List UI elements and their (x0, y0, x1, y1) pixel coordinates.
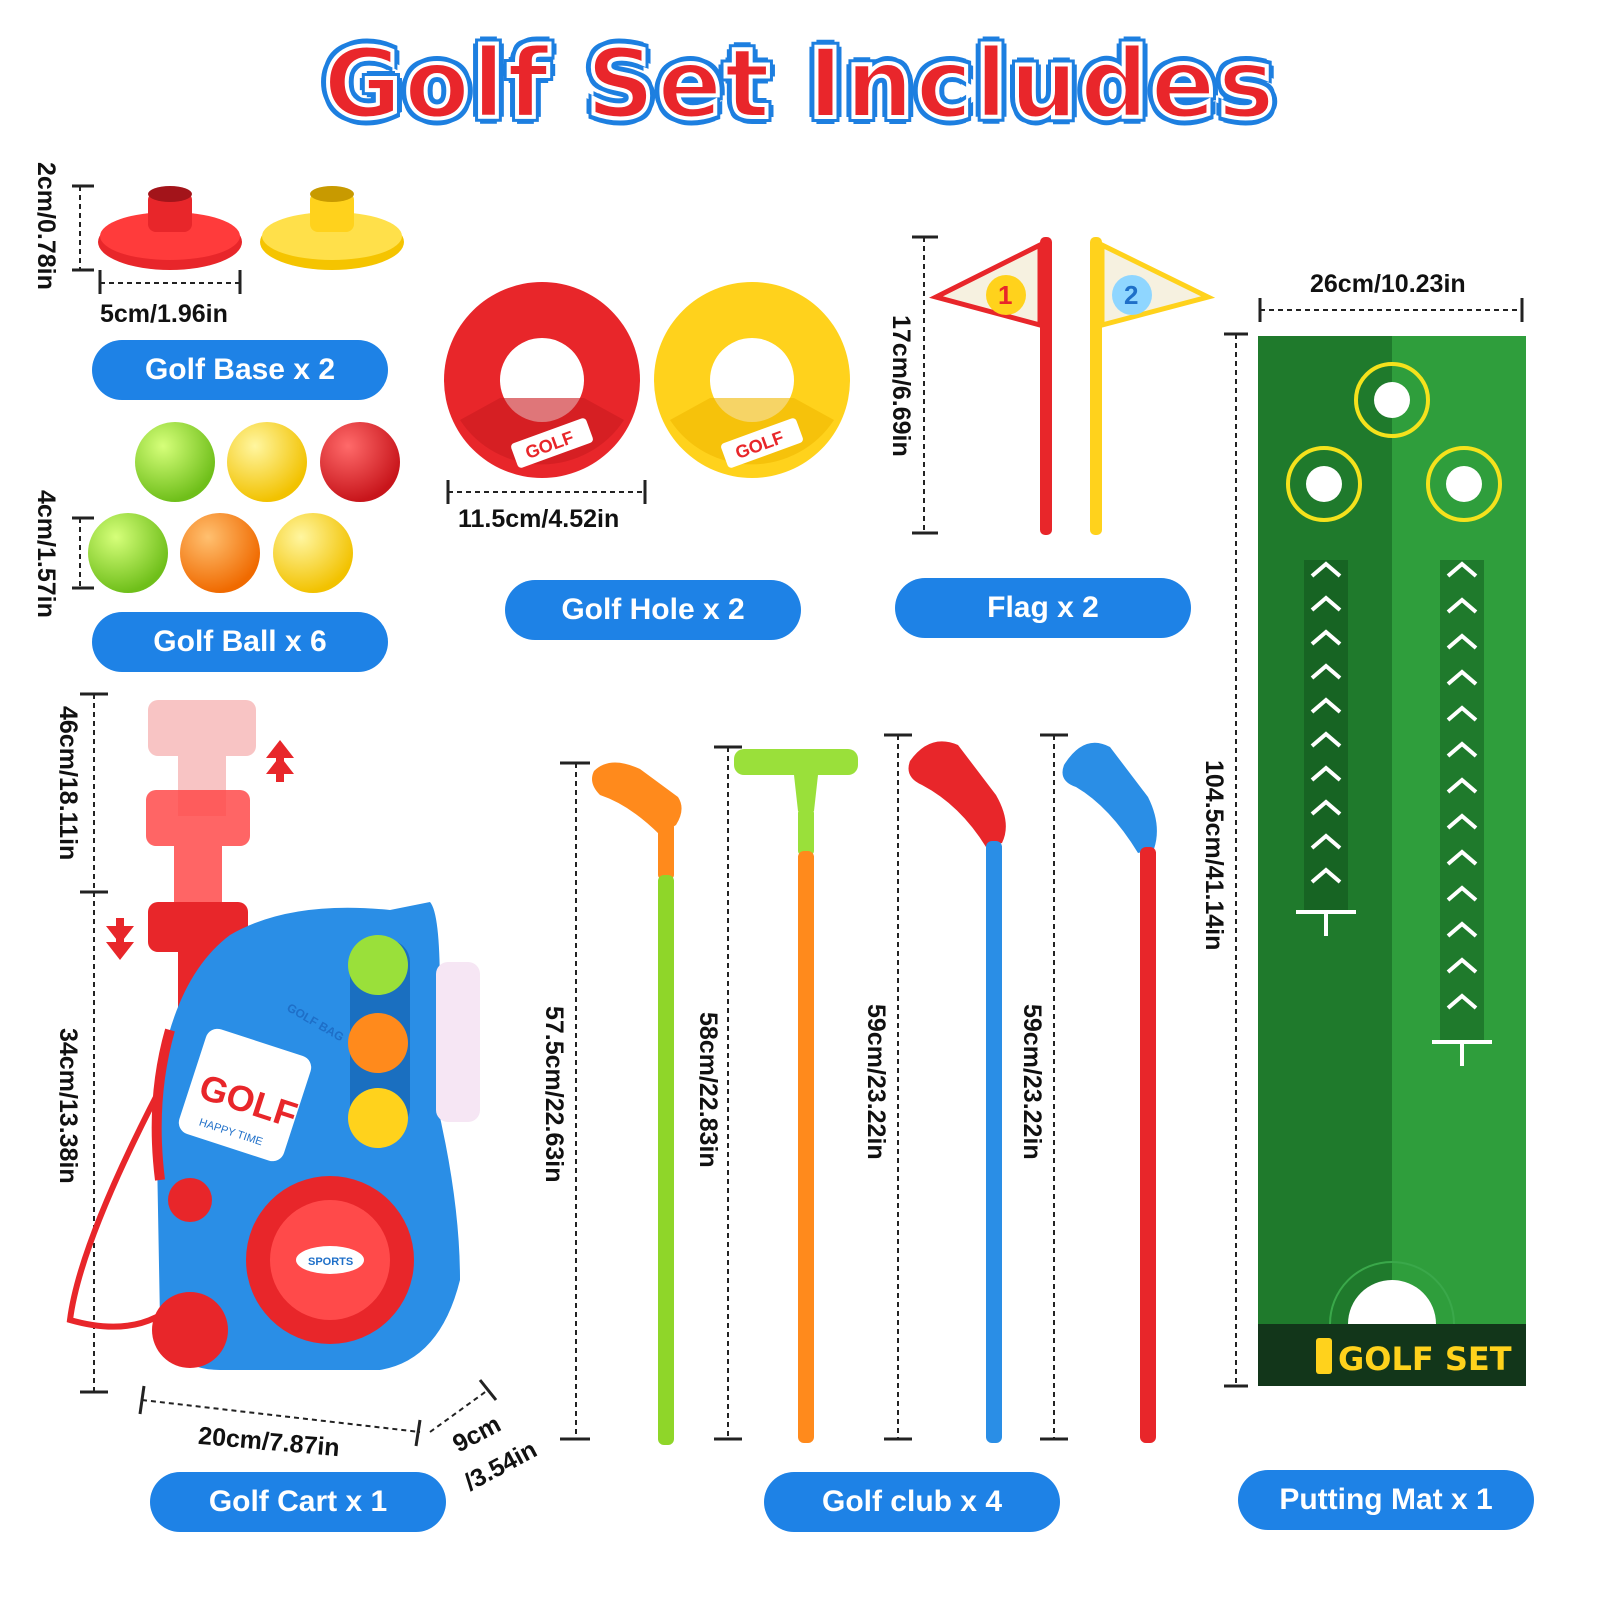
flag-height-dim: 17cm/6.69in (887, 315, 915, 457)
golf-ball-label: Golf Ball x 6 (92, 612, 388, 672)
golf-base-label: Golf Base x 2 (92, 340, 388, 400)
flags-illustration: 1 2 (912, 235, 1216, 535)
hole-width-dim: 11.5cm/4.52in (458, 505, 620, 533)
golf-balls-illustration (72, 422, 400, 593)
golf-holes-illustration: GOLF GOLF (444, 282, 850, 504)
base-height-dim: 2cm/0.78in (32, 162, 60, 290)
golf-club-label: Golf club x 4 (764, 1472, 1060, 1532)
page-title: Golf Set Includes (321, 26, 1277, 142)
cart-handle-dim: 46cm/18.11in (54, 706, 82, 861)
cart-sports-text: SPORTS (308, 1256, 353, 1268)
putting-mat-illustration: GOLF SET (1224, 298, 1526, 1388)
club-2-dim: 58cm/22.83in (694, 1012, 722, 1168)
mat-brand-text: GOLF SET (1338, 1340, 1512, 1378)
flag-2-number: 2 (1124, 280, 1138, 310)
golf-cart-label: Golf Cart x 1 (150, 1472, 446, 1532)
club-3-dim: 59cm/23.22in (862, 1004, 890, 1160)
club-4-dim: 59cm/23.22in (1018, 1004, 1046, 1160)
flag-1-number: 1 (998, 280, 1012, 310)
golf-hole-label: Golf Hole x 2 (505, 580, 801, 640)
cart-height-dim: 34cm/13.38in (54, 1028, 82, 1184)
base-width-dim: 5cm/1.96in (100, 300, 228, 328)
mat-length-dim: 104.5cm/41.14in (1200, 760, 1228, 951)
ball-diameter-dim: 4cm/1.57in (32, 490, 60, 618)
club-1-dim: 57.5cm/22.63in (540, 1006, 568, 1183)
golf-cart-illustration: GOLF HAPPY TIME GOLF BAG SPORTS (66, 692, 498, 1447)
putting-mat-label: Putting Mat x 1 (1238, 1470, 1534, 1530)
golf-base-illustration (72, 184, 404, 294)
mat-width-dim: 26cm/10.23in (1310, 270, 1466, 298)
golf-clubs-illustration (560, 733, 1157, 1445)
flag-label: Flag x 2 (895, 578, 1191, 638)
